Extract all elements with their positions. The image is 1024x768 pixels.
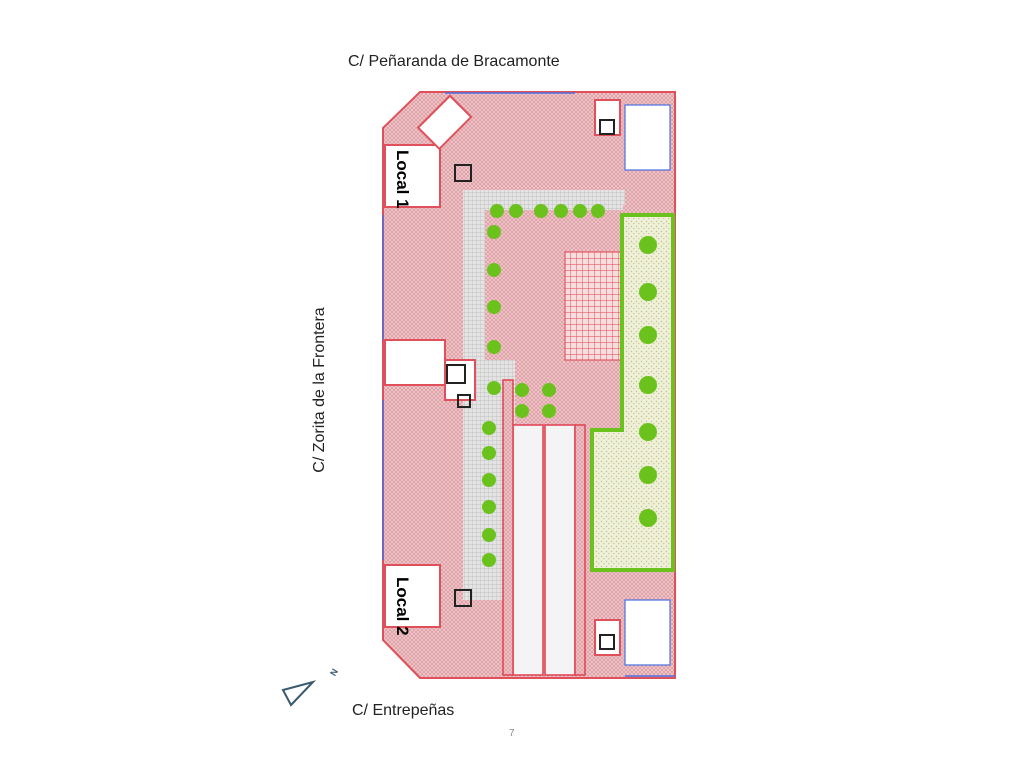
tree-icon bbox=[482, 421, 496, 435]
tree-icon bbox=[573, 204, 587, 218]
page-number: 7 bbox=[509, 728, 515, 739]
tree-icon bbox=[487, 263, 501, 277]
unit-label-local-2: Local 2 bbox=[393, 577, 412, 636]
tree-icon bbox=[509, 204, 523, 218]
tree-icon bbox=[487, 300, 501, 314]
tree-icon bbox=[542, 383, 556, 397]
tree-icon bbox=[487, 340, 501, 354]
tree-icon bbox=[639, 423, 657, 441]
tree-icon bbox=[515, 383, 529, 397]
trees bbox=[482, 204, 657, 567]
tree-icon bbox=[482, 553, 496, 567]
north-label: N bbox=[328, 667, 340, 678]
tree-icon bbox=[639, 236, 657, 254]
tree-icon bbox=[482, 528, 496, 542]
tree-icon bbox=[639, 509, 657, 527]
tree-icon bbox=[482, 500, 496, 514]
unit-label-local-1: Local 1 bbox=[393, 150, 412, 209]
tree-icon bbox=[639, 326, 657, 344]
tree-icon bbox=[515, 404, 529, 418]
tree-icon bbox=[487, 381, 501, 395]
tree-icon bbox=[490, 204, 504, 218]
tree-icon bbox=[482, 446, 496, 460]
street-label-top: C/ Peñaranda de Bracamonte bbox=[348, 53, 560, 70]
tree-icon bbox=[534, 204, 548, 218]
street-label-bottom: C/ Entrepeñas bbox=[352, 702, 455, 719]
tree-icon bbox=[639, 376, 657, 394]
tree-icon bbox=[542, 404, 556, 418]
north-arrow: N bbox=[281, 667, 340, 707]
tree-icon bbox=[482, 473, 496, 487]
tree-icon bbox=[639, 283, 657, 301]
tree-icon bbox=[554, 204, 568, 218]
tree-icon bbox=[591, 204, 605, 218]
pavilion-strips bbox=[502, 379, 586, 676]
plaza-grid bbox=[564, 251, 623, 361]
tree-icon bbox=[639, 466, 657, 484]
service-rooms bbox=[384, 94, 671, 666]
tree-icon bbox=[487, 225, 501, 239]
